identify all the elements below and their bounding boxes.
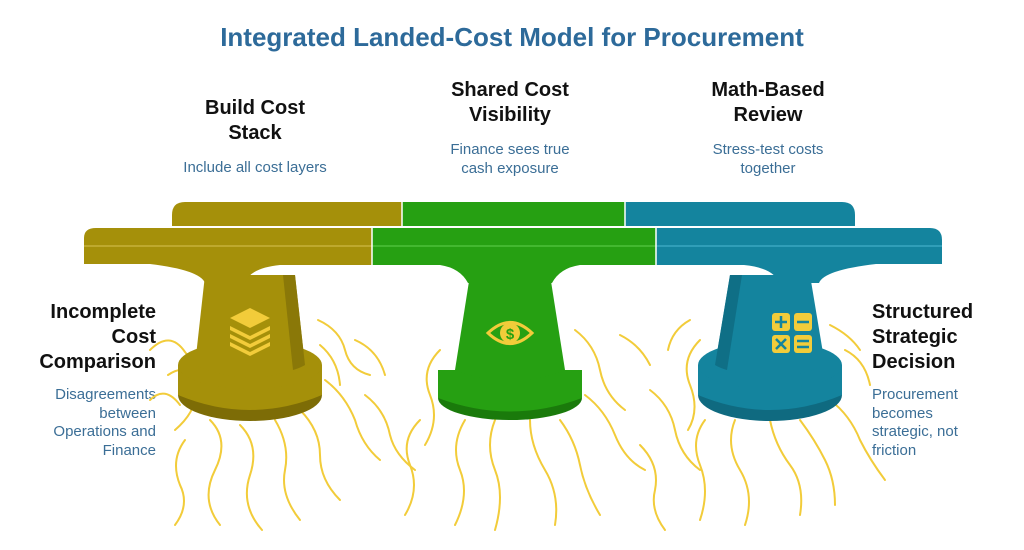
diagram-title: Integrated Landed-Cost Model for Procure… (220, 22, 804, 52)
pillar-1-heading: Build Cost Stack (205, 97, 305, 144)
right-description: Procurement becomes strategic, not frict… (872, 386, 958, 459)
pillar-3-description: Stress-test costs together (712, 141, 824, 177)
pillar-2-heading: Shared Cost Visibility (451, 79, 569, 126)
right-heading: Structured Strategic Decision (872, 301, 974, 373)
calculator-icon (772, 313, 812, 353)
pillar-1 (178, 275, 322, 421)
left-heading: Incomplete Cost Comparison (39, 301, 156, 373)
pillar-2 (438, 275, 582, 420)
ripple-lines (149, 319, 886, 531)
bridge-deck (84, 202, 942, 283)
pillar-3-heading: Math-Based Review (711, 79, 825, 126)
pillar-2-description: Finance sees true cash exposure (450, 141, 570, 177)
svg-text:$: $ (506, 326, 515, 343)
left-description: Disagreements between Operations and Fin… (53, 386, 156, 459)
dollar-eye-icon: $ (485, 321, 535, 345)
stacked-layers-icon (230, 308, 270, 356)
pillar-1-description: Include all cost layers (183, 159, 327, 176)
pillar-3 (698, 275, 842, 421)
